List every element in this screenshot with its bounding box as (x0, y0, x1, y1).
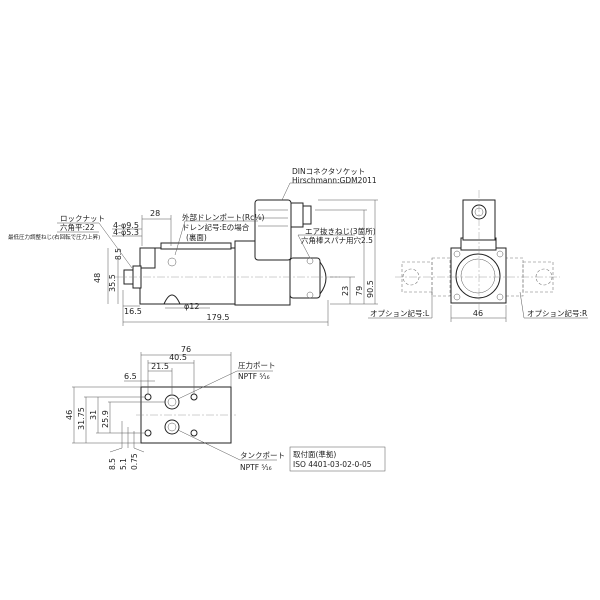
din-connector (254, 199, 292, 261)
dim-48: 48 (93, 273, 102, 283)
cable-gland (290, 202, 304, 228)
port-boss (163, 294, 181, 305)
pressure-port (164, 394, 180, 410)
end-dim-46: 46 (473, 309, 483, 318)
valve-body (139, 247, 237, 305)
dim-23: 23 (341, 286, 350, 296)
tank-port (164, 419, 180, 435)
mount-dim-46: 46 (65, 410, 74, 420)
dim-16-5: 16.5 (124, 307, 142, 316)
coil-cap (319, 260, 327, 296)
dim-40-5: 40.5 (169, 353, 187, 362)
drain-port-label: 外部ドレンポート(Rc⅛) (182, 212, 265, 222)
mount-standard-value: ISO 4401-03-02-0-05 (293, 460, 372, 469)
dim-5-1: 5.1 (119, 458, 128, 470)
hirschmann-label: Hirschmann:GDM2011 (292, 176, 377, 185)
dim-21-5: 21.5 (151, 362, 169, 371)
hex-22-label: 六角平:22 (60, 222, 95, 232)
din-socket-label: DINコネクタソケット (292, 167, 365, 176)
dim-179-5: 179.5 (207, 313, 230, 322)
side-view: 179.5 16.5 φ12 48 35.5 8.5 28 4-φ9.5 4-φ… (8, 167, 378, 326)
dim-76: 76 (181, 345, 191, 354)
dim-8-5-mount: 8.5 (108, 458, 117, 470)
hole-5-3: 4-φ5.3 (113, 228, 139, 237)
body-top-step (160, 242, 232, 250)
option-r-label: オプション記号:R (527, 308, 587, 318)
dim-0-75: 0.75 (130, 453, 139, 470)
mount-boss (139, 247, 156, 269)
tank-port-label: タンクポート (240, 451, 285, 460)
dim-90-5: 90.5 (366, 280, 375, 298)
dim-31: 31 (89, 410, 98, 420)
dim-phi12: φ12 (184, 302, 199, 311)
adjust-screw-label: 最低圧力調整ねじ(右回転で圧力上昇) (8, 233, 100, 241)
mount-standard-title: 取付面(準拠) (293, 449, 336, 459)
hex-wrench-label: 六角棒スパナ用穴2.5 (301, 235, 373, 245)
dim-35-5: 35.5 (108, 274, 117, 292)
coil-nut (289, 257, 321, 299)
tank-thread-label: NPTF ⁵⁄₁₆ (240, 463, 272, 472)
dim-28: 28 (150, 209, 160, 218)
dim-79: 79 (355, 286, 364, 296)
pressure-thread-label: NPTF ⁵⁄₁₆ (238, 372, 270, 381)
dim-8-5: 8.5 (114, 248, 123, 260)
mount-view: 76 40.5 21.5 6.5 46 31.75 31 25.9 8.5 5.… (65, 345, 386, 472)
lock-nut-label: ロックナット (60, 214, 105, 223)
mount-standard-box (289, 446, 386, 472)
drain-back-label: (裏面) (186, 232, 207, 242)
air-bleed-label: エア抜きねじ(3箇所) (305, 226, 376, 236)
drain-e-label: ドレン記号:Eの場合 (182, 222, 250, 232)
dim-31-75: 31.75 (77, 407, 86, 430)
pressure-port-label: 圧力ポート (238, 360, 276, 370)
hole-9-5: 4-φ9.5 (113, 221, 139, 230)
end-view: 46 オプション記号:L オプション記号:R (368, 190, 588, 322)
cable-gland-nut (302, 205, 312, 225)
dim-6-5: 6.5 (124, 372, 137, 381)
dim-25-9: 25.9 (101, 410, 110, 428)
option-l-label: オプション記号:L (370, 308, 430, 318)
